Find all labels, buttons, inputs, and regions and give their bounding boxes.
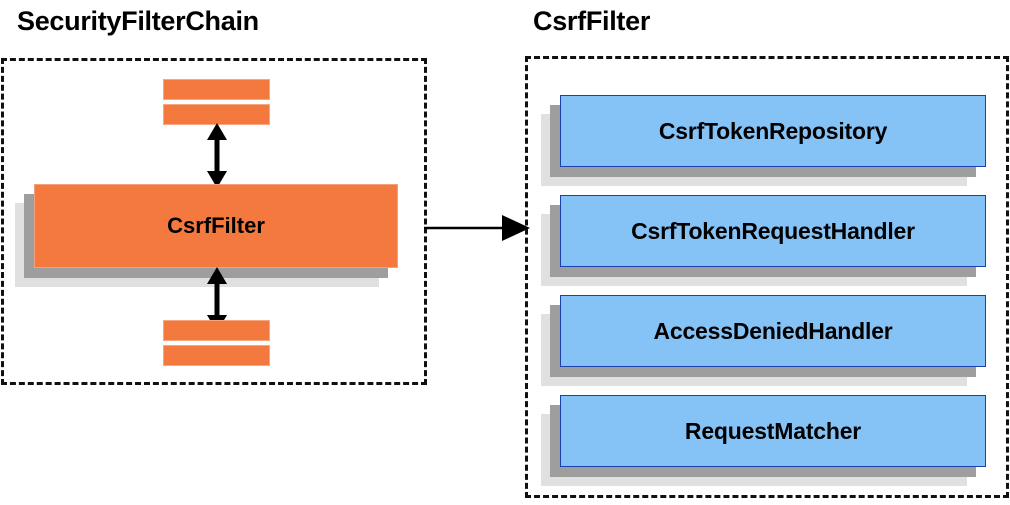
- filter-bar-bottom-1: [163, 320, 270, 341]
- node-label: CsrfTokenRequestHandler: [560, 195, 986, 267]
- filter-bar-top-2: [163, 104, 270, 125]
- node-csrf-token-repository[interactable]: CsrfTokenRepository: [541, 95, 986, 186]
- panel-csrf-filter-collaborators: [525, 56, 1009, 498]
- panel-security-filter-chain: [1, 58, 427, 385]
- panel-title-csrf-filter: CsrfFilter: [533, 6, 651, 36]
- node-label: CsrfTokenRepository: [560, 95, 986, 167]
- filter-bar-top-1: [163, 79, 270, 100]
- node-csrf-filter[interactable]: CsrfFilter: [15, 184, 398, 287]
- panel-title-security-filter-chain: SecurityFilterChain: [17, 6, 259, 36]
- node-request-matcher[interactable]: RequestMatcher: [541, 395, 986, 486]
- node-csrf-token-request-handler[interactable]: CsrfTokenRequestHandler: [541, 195, 986, 286]
- node-access-denied-handler[interactable]: AccessDeniedHandler: [541, 295, 986, 386]
- node-label: RequestMatcher: [560, 395, 986, 467]
- node-label: CsrfFilter: [34, 184, 398, 268]
- double-arrow-top: [207, 123, 227, 188]
- panel-link-arrow: [424, 215, 530, 241]
- filter-bar-bottom-2: [163, 345, 270, 366]
- node-label: AccessDeniedHandler: [560, 295, 986, 367]
